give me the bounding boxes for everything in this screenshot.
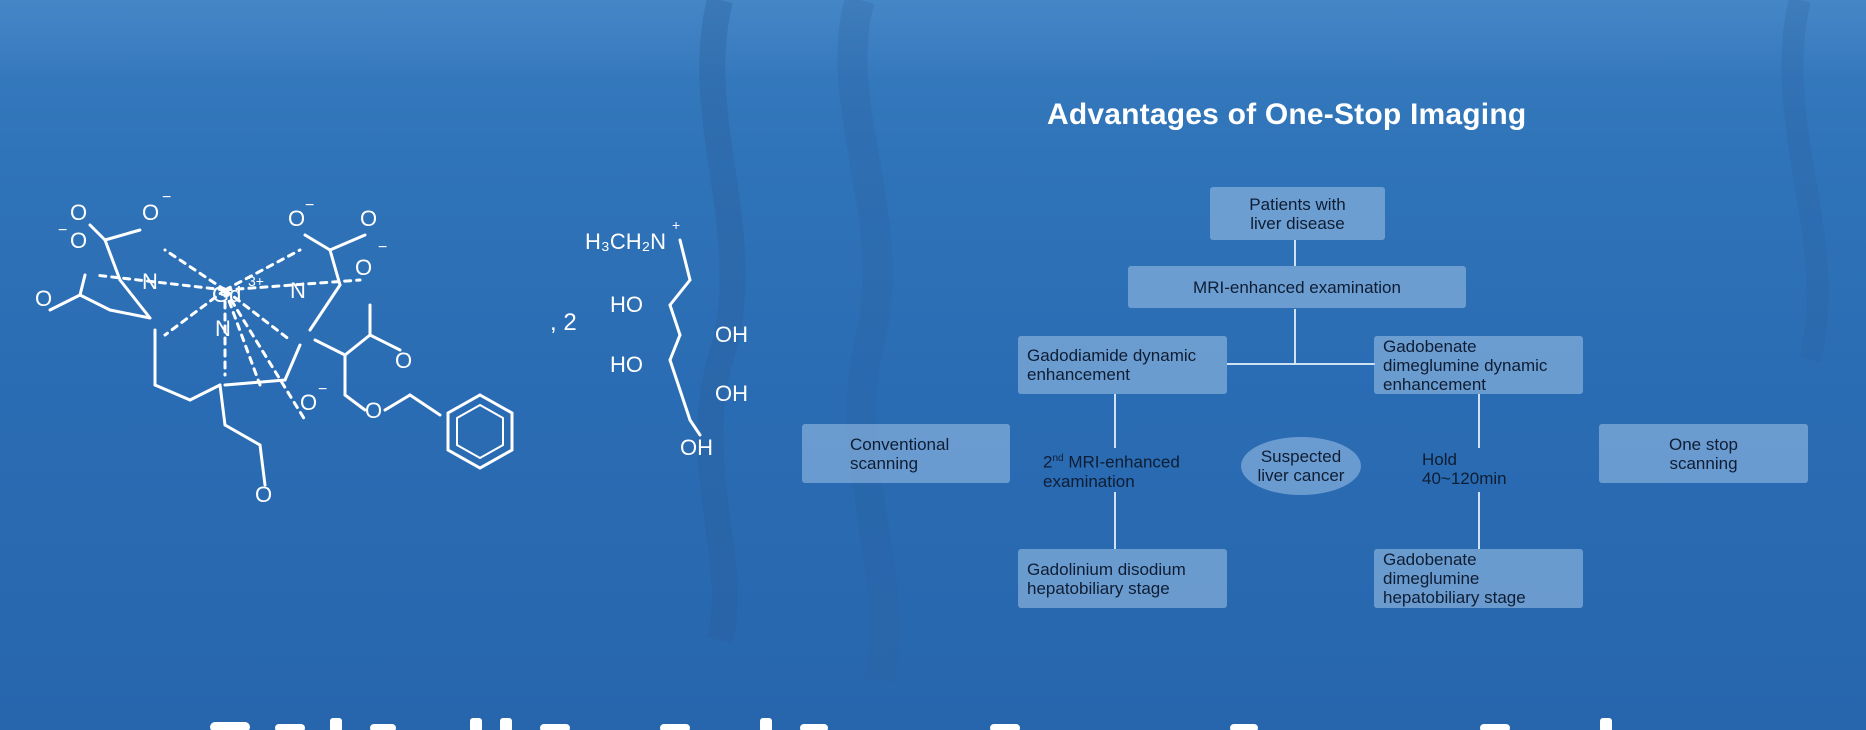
svg-text:−: − <box>318 381 327 398</box>
gd-label: Gd <box>212 282 241 307</box>
hold-line1: Hold <box>1422 450 1457 469</box>
conventional-scanning-box: Conventional scanning <box>802 424 1010 483</box>
svg-text:O: O <box>360 206 377 231</box>
gadodiamide-line1: Gadodiamide dynamic <box>1027 346 1197 365</box>
connector-line <box>1478 492 1480 549</box>
svg-text:O: O <box>142 200 159 225</box>
svg-text:N: N <box>215 316 231 341</box>
gadobenate-line1: Gadobenate <box>1383 336 1477 356</box>
svg-text:−: − <box>58 222 67 239</box>
svg-text:−: − <box>378 239 387 256</box>
patients-line1: Patients with <box>1249 194 1346 214</box>
coefficient: , 2 <box>550 309 577 336</box>
svg-text:−: − <box>305 197 314 214</box>
meglumine-charge: + <box>672 217 680 233</box>
gadobenate-line3: enhancement <box>1383 374 1487 394</box>
oh-label: OH <box>715 322 748 347</box>
gadodiamide-line2: enhancement <box>1027 365 1131 384</box>
mri-label: MRI-enhanced examination <box>1193 277 1401 297</box>
conventional-line1: Conventional <box>850 434 950 454</box>
svg-text:O: O <box>288 206 305 231</box>
suspected-line1: Suspected <box>1260 447 1342 466</box>
oh-label: HO <box>610 292 643 317</box>
connector-line <box>1227 363 1375 365</box>
gadolinium-line2: hepatobiliary stage <box>1027 578 1170 598</box>
gadolinium-line1: Gadolinium disodium <box>1027 559 1186 579</box>
connector-line <box>1114 394 1116 448</box>
svg-text:O: O <box>355 255 372 280</box>
suspected-liver-cancer-ellipse: Suspected liver cancer <box>1241 437 1361 495</box>
gd-charge: 3+ <box>248 273 264 289</box>
svg-text:O: O <box>35 286 52 311</box>
meglumine-label: H₃CH₂N <box>585 229 666 254</box>
connector-line <box>1478 394 1480 448</box>
patients-line2: liver disease <box>1250 213 1345 233</box>
connector-line <box>1294 240 1296 266</box>
onestop-line2: scanning <box>1669 453 1738 473</box>
second-mri-line2: examination <box>1043 471 1135 491</box>
oh-label: OH <box>715 381 748 406</box>
gadobenate-hb-line3: hepatobiliary stage <box>1383 588 1526 607</box>
page-title: Advantages of One-Stop Imaging <box>1047 98 1527 131</box>
second-mri-prefix: 2 <box>1043 452 1053 472</box>
hold-label: Hold 40~120min <box>1422 450 1507 488</box>
conventional-line2: scanning <box>850 453 919 473</box>
svg-text:O: O <box>255 482 272 507</box>
svg-text:O: O <box>365 398 382 423</box>
svg-text:N: N <box>290 278 306 303</box>
onestop-line1: One stop <box>1669 434 1738 454</box>
second-mri-superscript: nd <box>1052 453 1064 464</box>
gadobenate-hb-line1: Gadobenate <box>1383 550 1477 569</box>
mri-box: MRI-enhanced examination <box>1128 266 1466 308</box>
svg-text:O: O <box>70 228 87 253</box>
gadobenate-line2: dimeglumine dynamic <box>1383 355 1548 375</box>
oh-label: OH <box>680 435 713 460</box>
hold-line2: 40~120min <box>1422 469 1507 488</box>
gadobenate-hb-line2: dimeglumine <box>1383 569 1480 588</box>
svg-text:−: − <box>162 189 171 206</box>
connector-line <box>1114 492 1116 549</box>
gadolinium-hepatobiliary-box: Gadolinium disodium hepatobiliary stage <box>1018 549 1227 608</box>
oh-label: HO <box>610 352 643 377</box>
svg-text:O: O <box>395 348 412 373</box>
connector-line <box>1294 309 1296 364</box>
gadobenate-hepatobiliary-box: Gadobenate dimeglumine hepatobiliary sta… <box>1374 549 1583 608</box>
patients-box: Patients with liver disease <box>1210 187 1385 240</box>
svg-text:O: O <box>70 200 87 225</box>
gadobenate-dynamic-box: Gadobenate dimeglumine dynamic enhanceme… <box>1374 336 1583 394</box>
second-mri-label: 2nd MRI-enhanced examination <box>1043 449 1180 491</box>
one-stop-scanning-box: One stop scanning <box>1599 424 1808 483</box>
gadodiamide-box: Gadodiamide dynamic enhancement <box>1018 336 1227 394</box>
cropped-heading-strip <box>0 712 1866 730</box>
suspected-line2: liver cancer <box>1257 466 1345 485</box>
svg-text:O: O <box>300 390 317 415</box>
second-mri-line1: MRI-enhanced <box>1068 452 1180 472</box>
gadobenate-structure: O O − − O O N Gd 3+ O − O O − N O N O − … <box>35 189 748 507</box>
svg-text:N: N <box>142 269 158 294</box>
